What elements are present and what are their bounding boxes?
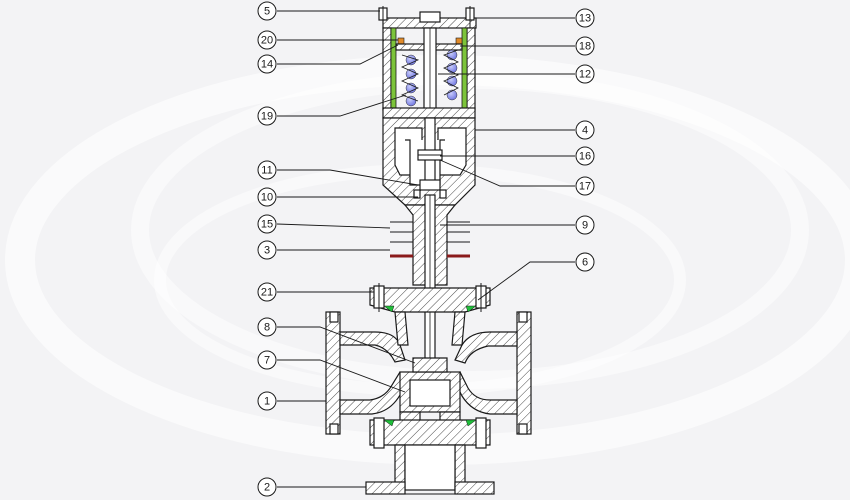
callout-circle <box>257 282 277 302</box>
callout-12: 12 <box>575 64 595 84</box>
callout-label: 17 <box>579 181 591 193</box>
callout-label: 20 <box>261 35 273 47</box>
callout-label: 1 <box>264 396 270 408</box>
callout-label: 10 <box>261 192 273 204</box>
callout-label: 21 <box>261 287 273 299</box>
callout-label: 12 <box>579 69 591 81</box>
callout-label: 11 <box>261 165 272 177</box>
callout-label: 2 <box>264 482 270 494</box>
callout-label: 19 <box>261 111 273 123</box>
callout-3: 3 <box>257 240 277 260</box>
callout-21: 21 <box>257 282 277 302</box>
valve-body <box>325 311 532 495</box>
callout-9: 9 <box>575 215 595 235</box>
callout-18: 18 <box>575 36 595 56</box>
callout-label: 13 <box>579 13 591 25</box>
callout-circle <box>575 8 595 28</box>
callout-label: 16 <box>579 151 591 163</box>
callout-circle <box>575 146 595 166</box>
green-plate-right <box>461 27 468 109</box>
callout-circle <box>257 240 277 260</box>
callout-circle <box>257 477 277 497</box>
callout-circle <box>257 350 277 370</box>
callout-5: 5 <box>257 1 277 21</box>
callout-7: 7 <box>257 350 277 370</box>
callout-label: 7 <box>264 355 270 367</box>
callout-10: 10 <box>257 187 277 207</box>
callout-circle <box>575 120 595 140</box>
callout-label: 15 <box>261 219 273 231</box>
callout-1: 1 <box>257 391 277 411</box>
callout-label: 4 <box>582 125 588 137</box>
callout-4: 4 <box>575 120 595 140</box>
callout-circle <box>575 36 595 56</box>
bonnet-neck <box>369 194 491 366</box>
actuator-top <box>378 6 477 124</box>
callout-circle <box>575 215 595 235</box>
callout-label: 18 <box>579 41 591 53</box>
callout-circle <box>257 317 277 337</box>
callout-circle <box>257 30 277 50</box>
leader-lines <box>276 10 575 488</box>
callout-2: 2 <box>257 477 277 497</box>
callout-circle <box>257 1 277 21</box>
callout-6: 6 <box>575 252 595 272</box>
callout-19: 19 <box>257 106 277 126</box>
callout-circle <box>575 64 595 84</box>
callout-circle <box>257 214 277 234</box>
callout-label: 3 <box>264 245 270 257</box>
callout-label: 8 <box>264 322 270 334</box>
callout-13: 13 <box>575 8 595 28</box>
callout-circle <box>257 160 277 180</box>
callout-20: 20 <box>257 30 277 50</box>
callout-11: 11 <box>257 160 277 180</box>
callout-circle <box>575 176 595 196</box>
callout-circle <box>257 106 277 126</box>
callout-14: 14 <box>257 54 277 74</box>
callout-16: 16 <box>575 146 595 166</box>
callout-label: 14 <box>261 59 273 71</box>
callout-circle <box>575 252 595 272</box>
callout-label: 5 <box>264 6 270 18</box>
callout-15: 15 <box>257 214 277 234</box>
callout-17: 17 <box>575 176 595 196</box>
callout-label: 6 <box>582 257 588 269</box>
callout-circle <box>257 54 277 74</box>
callout-circle <box>257 187 277 207</box>
yoke <box>382 117 476 206</box>
callout-circle <box>257 391 277 411</box>
spring <box>400 49 459 107</box>
callout-label: 9 <box>582 220 588 232</box>
callout-8: 8 <box>257 317 277 337</box>
